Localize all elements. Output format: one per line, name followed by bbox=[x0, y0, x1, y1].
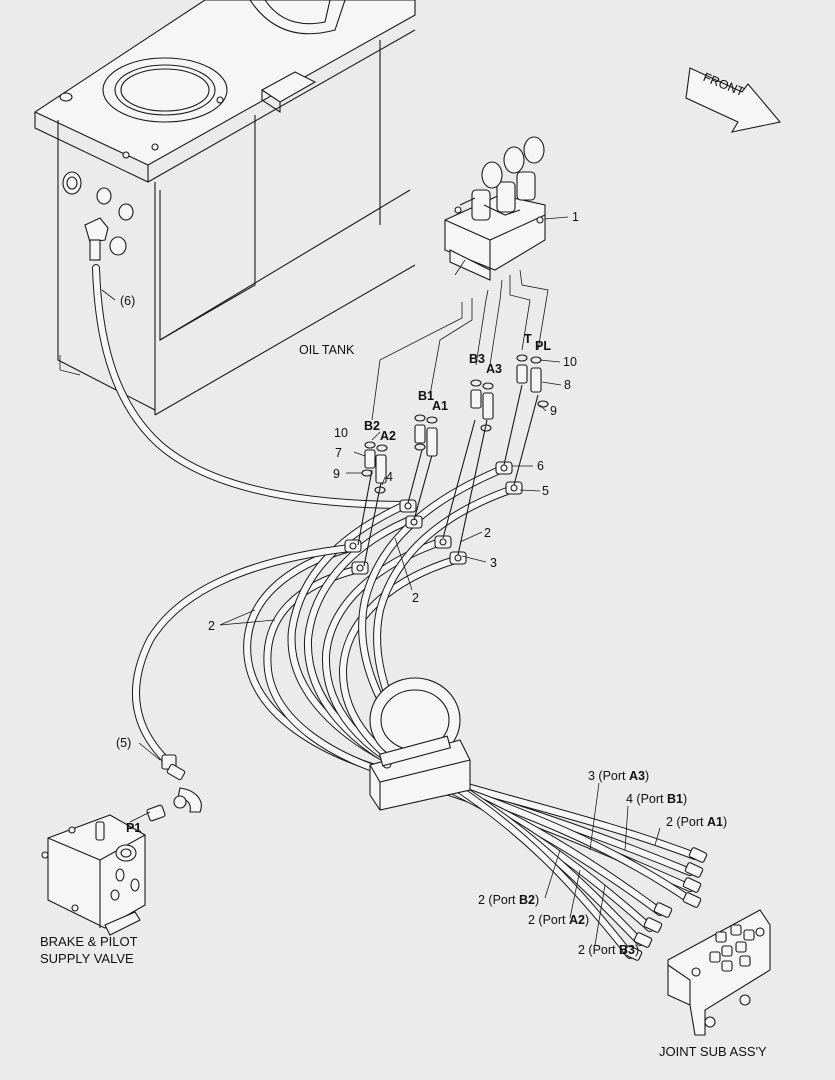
hose-5-label: (5) bbox=[116, 736, 131, 750]
joint-sub-assy-label: JOINT SUB ASS'Y bbox=[659, 1044, 767, 1059]
port-a1-callout: 2 (Port A1) bbox=[666, 815, 727, 829]
port-b2-label: B2 bbox=[364, 419, 380, 433]
callout-2-mid: 2 bbox=[412, 591, 419, 605]
p1-fittings bbox=[129, 754, 202, 823]
callout-8: 8 bbox=[564, 378, 571, 392]
hose-bundle bbox=[243, 466, 699, 959]
port-a3-label: A3 bbox=[486, 362, 502, 376]
port-p1-label: P1 bbox=[126, 821, 141, 835]
text-labels: FRONT OIL TANK (6) (5) 1 BRAKE & PILOT S… bbox=[40, 70, 767, 1059]
callout-4: 4 bbox=[386, 470, 393, 484]
port-a2-callout: 2 (Port A2) bbox=[528, 913, 589, 927]
port-a2-label: A2 bbox=[380, 429, 396, 443]
hose-6 bbox=[92, 264, 414, 509]
port-b1-label: B1 bbox=[418, 389, 434, 403]
hose-5 bbox=[132, 544, 354, 766]
brake-pilot-label-2: SUPPLY VALVE bbox=[40, 951, 134, 966]
callout-10-left: 10 bbox=[334, 426, 348, 440]
hose-fittings bbox=[344, 461, 523, 575]
port-connectors bbox=[361, 354, 549, 494]
callout-7: 7 bbox=[335, 446, 342, 460]
port-b1-callout: 4 (Port B1) bbox=[626, 792, 687, 806]
port-a1-label: A1 bbox=[432, 399, 448, 413]
oil-tank bbox=[33, 0, 416, 416]
brake-pilot-label-1: BRAKE & PILOT bbox=[40, 934, 138, 949]
port-a3-callout: 3 (Port A3) bbox=[588, 769, 649, 783]
callout-3: 3 bbox=[490, 556, 497, 570]
bundle-end-fittings bbox=[623, 847, 708, 961]
front-arrow bbox=[685, 67, 782, 133]
port-pl-label: PL bbox=[535, 339, 551, 353]
port-b2-callout: 2 (Port B2) bbox=[478, 893, 539, 907]
callout-9-right: 9 bbox=[550, 404, 557, 418]
port-t-label: T bbox=[524, 332, 532, 346]
joint-sub-assy bbox=[667, 909, 771, 1036]
callout-5: 5 bbox=[542, 484, 549, 498]
valve-1-label: 1 bbox=[572, 210, 579, 224]
leader-lines bbox=[101, 216, 661, 946]
hose-clamp bbox=[369, 677, 471, 811]
port-b3-label: B3 bbox=[469, 352, 485, 366]
port-b3-callout: 2 (Port B3) bbox=[578, 943, 639, 957]
hose-6-label: (6) bbox=[120, 294, 135, 308]
oil-tank-label: OIL TANK bbox=[299, 343, 355, 357]
callout-9-left: 9 bbox=[333, 467, 340, 481]
pilot-valve bbox=[444, 136, 546, 281]
callout-2-right: 2 bbox=[484, 526, 491, 540]
callout-2-left: 2 bbox=[208, 619, 215, 633]
brake-pilot-supply-valve bbox=[41, 814, 146, 936]
callout-10-right: 10 bbox=[563, 355, 577, 369]
callout-6: 6 bbox=[537, 459, 544, 473]
